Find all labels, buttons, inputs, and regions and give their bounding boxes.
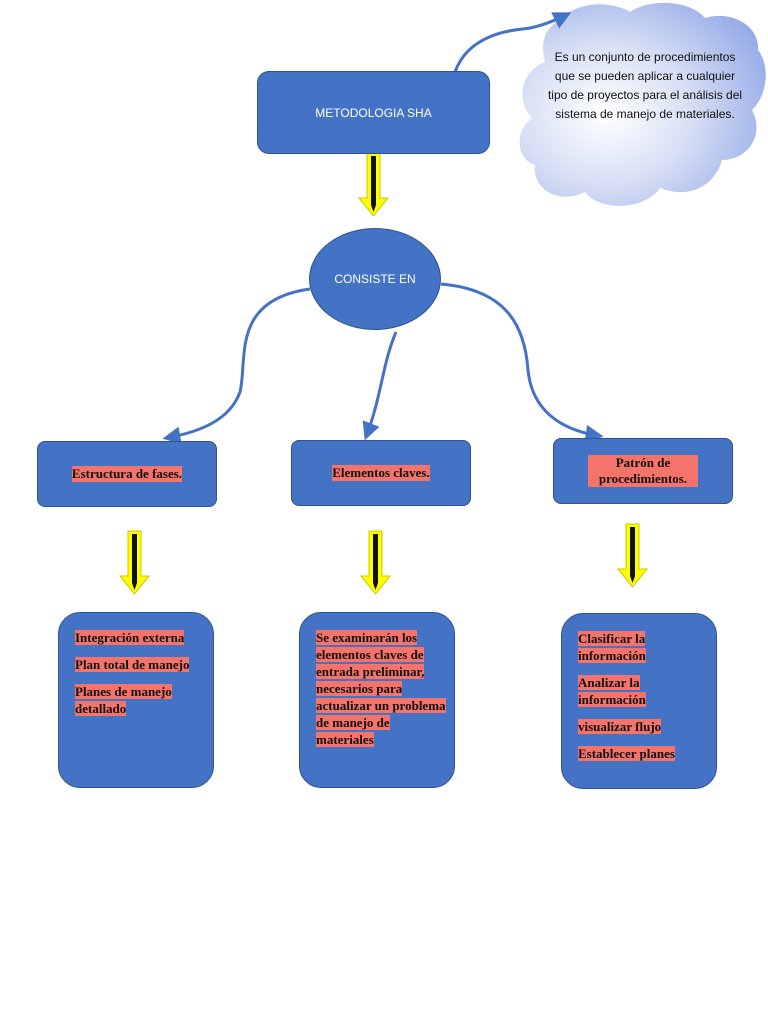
- list-item: visualizar flujo: [578, 719, 662, 734]
- category-label: Patrón de procedimientos.: [588, 455, 698, 487]
- list-item: Clasificar la información: [578, 631, 646, 663]
- title-to-cloud-connector: [453, 12, 572, 73]
- list-item: Planes de manejo detallado: [75, 684, 172, 716]
- connector-left: [162, 287, 311, 445]
- list-item: Analizar la información: [578, 675, 646, 707]
- connector-right: [440, 282, 604, 443]
- list-item: Plan total de manejo: [75, 657, 190, 672]
- detail-box-elementos: Se examinarán los elementos claves de en…: [299, 612, 455, 788]
- consiste-en-ellipse: CONSISTE EN: [309, 228, 441, 330]
- category-label: Elementos claves.: [332, 465, 430, 481]
- category-box-estructura: Estructura de fases.: [37, 441, 217, 507]
- down-arrow-left: [118, 530, 151, 595]
- category-box-patron: Patrón de procedimientos.: [553, 438, 733, 504]
- title-label: METODOLOGIA SHA: [315, 105, 432, 120]
- consiste-en-label: CONSISTE EN: [334, 272, 416, 286]
- detail-box-patron: Clasificar la información Analizar la in…: [561, 613, 717, 789]
- list-item: Integración externa: [75, 630, 185, 645]
- list-item: Establecer planes: [578, 746, 675, 761]
- down-arrow-right: [616, 523, 649, 588]
- title-box: METODOLOGIA SHA: [257, 71, 490, 154]
- cloud-description: Es un conjunto de procedimientos que se …: [547, 50, 743, 121]
- category-box-elementos: Elementos claves.: [291, 440, 471, 506]
- category-label: Estructura de fases.: [71, 466, 183, 482]
- cloud-shape: [519, 2, 766, 206]
- down-arrow-middle: [359, 530, 392, 595]
- connector-middle: [362, 331, 398, 441]
- down-arrow-title: [357, 152, 390, 217]
- list-item: Se examinarán los elementos claves de en…: [316, 630, 446, 747]
- detail-box-estructura: Integración externa Plan total de manejo…: [58, 612, 214, 788]
